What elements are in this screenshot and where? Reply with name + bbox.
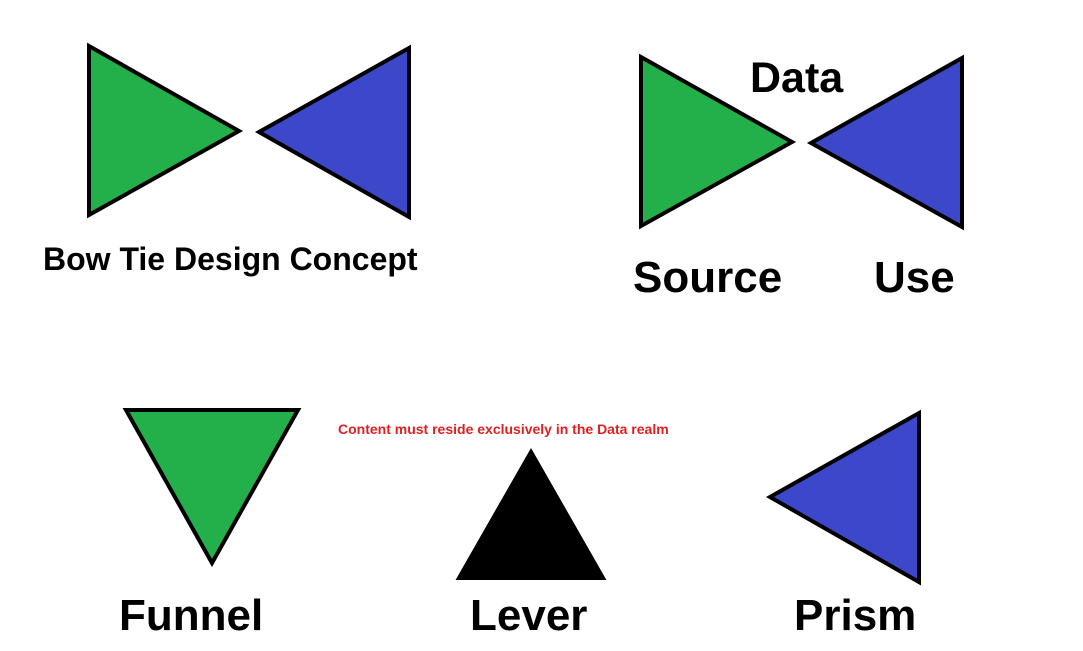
- source-triangle: [639, 53, 797, 230]
- use-label: Use: [874, 253, 955, 302]
- bow-tie-title: Bow Tie Design Concept: [43, 241, 418, 277]
- prism-label: Prism: [794, 591, 917, 640]
- lever-label: Lever: [470, 591, 588, 640]
- lever-triangle: [455, 447, 607, 580]
- funnel-label: Funnel: [119, 591, 264, 640]
- prism-triangle: [765, 409, 921, 586]
- data-label: Data: [750, 54, 844, 102]
- use-triangle: [806, 54, 964, 231]
- bowtie-right-triangle: [254, 44, 411, 221]
- content-note: Content must reside exclusively in the D…: [338, 421, 669, 437]
- source-label: Source: [633, 253, 783, 302]
- bowtie-left-triangle: [87, 42, 244, 219]
- funnel-triangle: [122, 408, 302, 568]
